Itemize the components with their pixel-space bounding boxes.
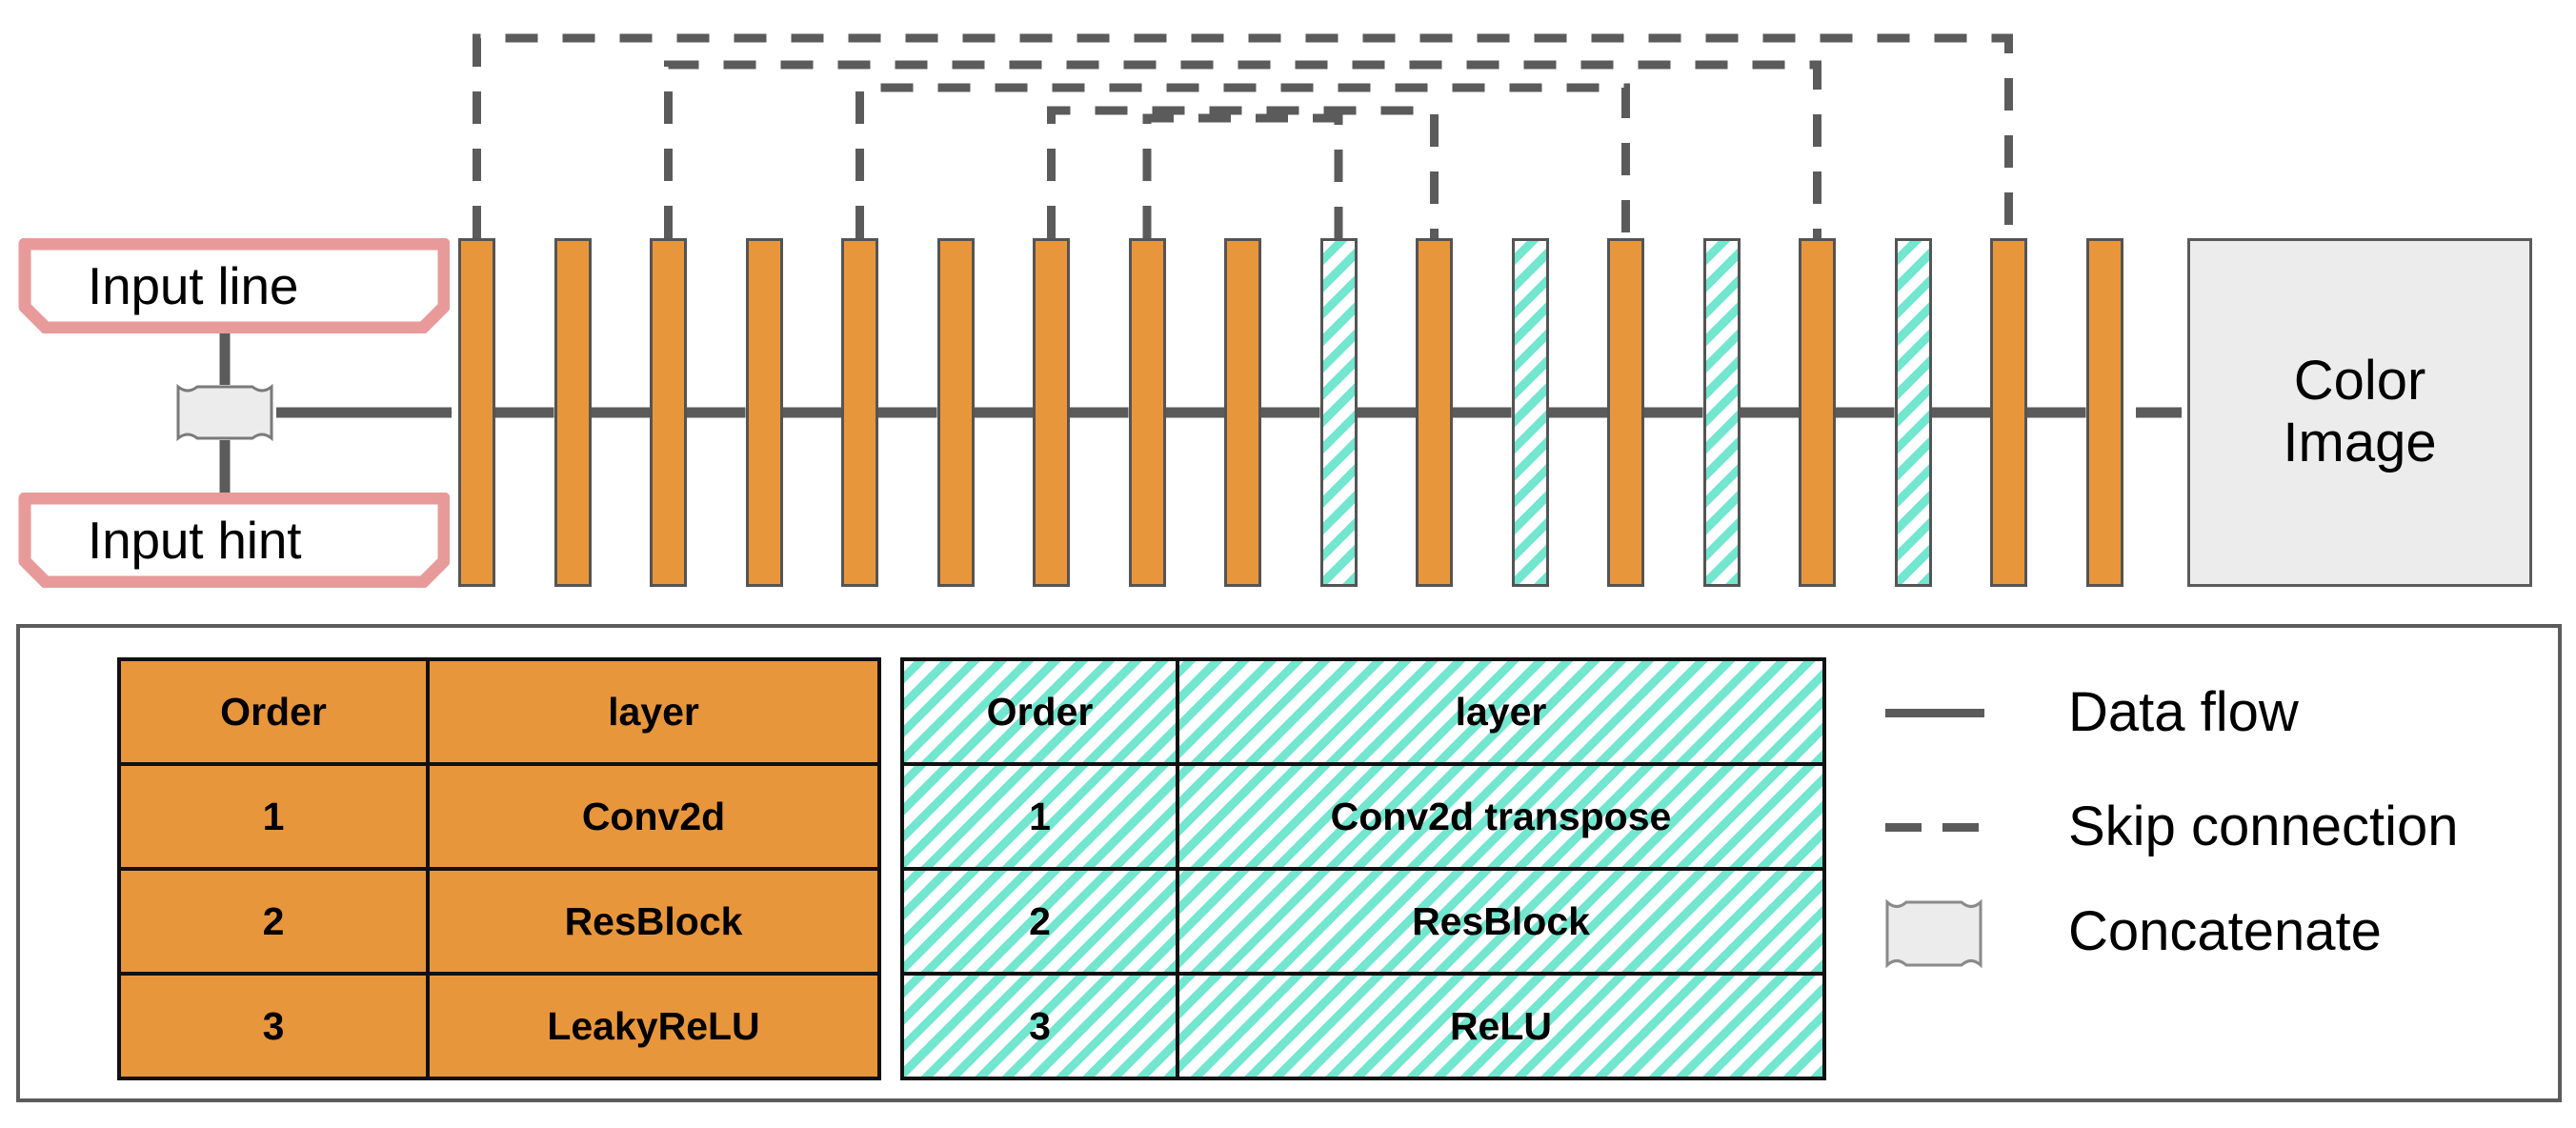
layer-bar-9-encoder[interactable] <box>1224 238 1261 587</box>
encoder-row2-order: 2 <box>117 867 430 976</box>
layer-bar-10-decoder[interactable] <box>1319 238 1358 587</box>
skip-connection-3 <box>855 83 1630 238</box>
layer-bar-4-encoder[interactable] <box>745 238 783 587</box>
encoder-row2-layer: ResBlock <box>426 867 881 976</box>
dashed-line-icon <box>1878 797 1994 856</box>
decoder-row2-order: 2 <box>900 867 1179 976</box>
layer-bar-18-encoder[interactable] <box>2085 238 2123 587</box>
table-row: 3 LeakyReLU <box>117 972 881 1080</box>
table-row: 1 Conv2d <box>117 762 881 871</box>
layer-bar-16-decoder[interactable] <box>1894 238 1932 587</box>
concatenate-icon <box>1878 898 1994 969</box>
table-row: Order layer <box>900 657 1826 766</box>
decoder-row3-layer: ReLU <box>1176 972 1826 1080</box>
decoder-row2-layer: ResBlock <box>1176 867 1826 976</box>
decoder-layer-table: Order layer 1 Conv2d transpose 2 ResBloc… <box>900 657 1826 1080</box>
input-line-chip-outline <box>18 238 450 333</box>
legend-key-data-flow-label: Data flow <box>2068 681 2299 743</box>
table-row: 2 ResBlock <box>117 867 881 976</box>
layer-bar-3-encoder[interactable] <box>650 238 687 587</box>
layer-bar-15-encoder[interactable] <box>1799 238 1836 587</box>
encoder-header-order: Order <box>117 657 430 766</box>
legend-key-data-flow: Data flow <box>1878 683 2299 742</box>
input-line-chip[interactable]: Input line <box>11 238 450 333</box>
layer-bar-1-encoder[interactable] <box>458 238 495 587</box>
decoder-row1-layer: Conv2d transpose <box>1176 762 1826 871</box>
layer-bar-2-encoder[interactable] <box>553 238 592 587</box>
table-row: Order layer <box>117 657 881 766</box>
solid-line-icon <box>1878 683 1994 742</box>
layer-bar-13-encoder[interactable] <box>1607 238 1644 587</box>
skip-connection-paths <box>473 33 2013 238</box>
encoder-layer-table: Order layer 1 Conv2d 2 ResBlock 3 LeakyR… <box>117 657 881 1080</box>
input-line-label: Input line <box>88 255 299 315</box>
table-row: 3 ReLU <box>900 972 1826 1080</box>
decoder-row1-order: 1 <box>900 762 1179 871</box>
output-color-image-box[interactable]: Color Image <box>2187 238 2532 587</box>
layer-bar-7-encoder[interactable] <box>1033 238 1070 587</box>
layer-bar-17-encoder[interactable] <box>1990 238 2027 587</box>
output-label-line1: Color <box>2293 350 2426 413</box>
encoder-row3-layer: LeakyReLU <box>426 972 881 1080</box>
layer-bar-6-encoder[interactable] <box>936 238 975 587</box>
encoder-header-layer: layer <box>426 657 881 766</box>
skip-connection-5 <box>1142 113 1343 238</box>
concatenate-node-shape <box>176 383 273 442</box>
encoder-row3-order: 3 <box>117 972 430 1080</box>
decoder-header-layer: layer <box>1176 657 1826 766</box>
output-label-line2: Image <box>2283 412 2437 473</box>
encoder-row1-order: 1 <box>117 762 430 871</box>
legend-key-concatenate-label: Concatenate <box>2068 900 2382 962</box>
decoder-row3-order: 3 <box>900 972 1179 1080</box>
skip-connection-2 <box>664 60 1821 238</box>
input-hint-chip[interactable]: Input hint <box>11 493 450 588</box>
table-row: 2 ResBlock <box>900 867 1826 976</box>
layer-bar-5-encoder[interactable] <box>841 238 878 587</box>
legend-panel: Order layer 1 Conv2d 2 ResBlock 3 LeakyR… <box>16 624 2562 1102</box>
legend-key-skip-connection-label: Skip connection <box>2068 796 2459 857</box>
layer-bar-11-encoder[interactable] <box>1416 238 1453 587</box>
layer-bar-8-encoder[interactable] <box>1128 238 1166 587</box>
layer-bar-12-decoder[interactable] <box>1511 238 1549 587</box>
layer-bar-14-decoder[interactable] <box>1702 238 1741 587</box>
legend-key-concatenate: Concatenate <box>1878 898 2382 969</box>
encoder-row1-layer: Conv2d <box>426 762 881 871</box>
input-hint-label: Input hint <box>88 510 302 570</box>
table-row: 1 Conv2d transpose <box>900 762 1826 871</box>
skip-connection-1 <box>473 33 2013 238</box>
concatenate-node[interactable] <box>174 383 275 442</box>
legend-key-skip-connection: Skip connection <box>1878 797 2458 856</box>
input-hint-chip-outline <box>18 493 450 588</box>
decoder-header-order: Order <box>900 657 1179 766</box>
skip-connection-4 <box>1047 106 1439 238</box>
